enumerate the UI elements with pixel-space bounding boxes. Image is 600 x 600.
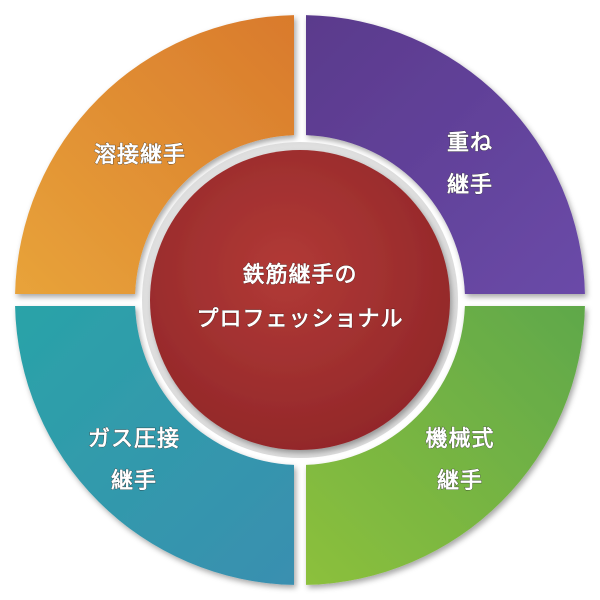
segment-gas-pressure [15,306,294,585]
segment-label-gas-pressure-1: ガス圧接 [88,427,180,452]
segment-label-lap-1: 重ね [447,131,493,156]
segments-layer [15,15,585,585]
labels-layer: 溶接継手重ね継手機械式継手ガス圧接継手 [88,131,494,495]
segment-lap [306,15,585,294]
center-label-line-1: 鉄筋継手の [242,262,357,288]
segment-welded [15,15,294,294]
segment-label-lap-2: 継手 [447,172,493,198]
segment-mechanical [306,306,585,585]
center-label-line-2: プロフェッショナル [196,307,403,332]
segment-label-mechanical-1: 機械式 [425,427,494,452]
segment-label-welded-1: 溶接継手 [94,142,186,168]
center-circle [150,150,450,450]
segment-label-mechanical-2: 継手 [437,468,483,494]
segment-label-gas-pressure-2: 継手 [111,468,157,494]
